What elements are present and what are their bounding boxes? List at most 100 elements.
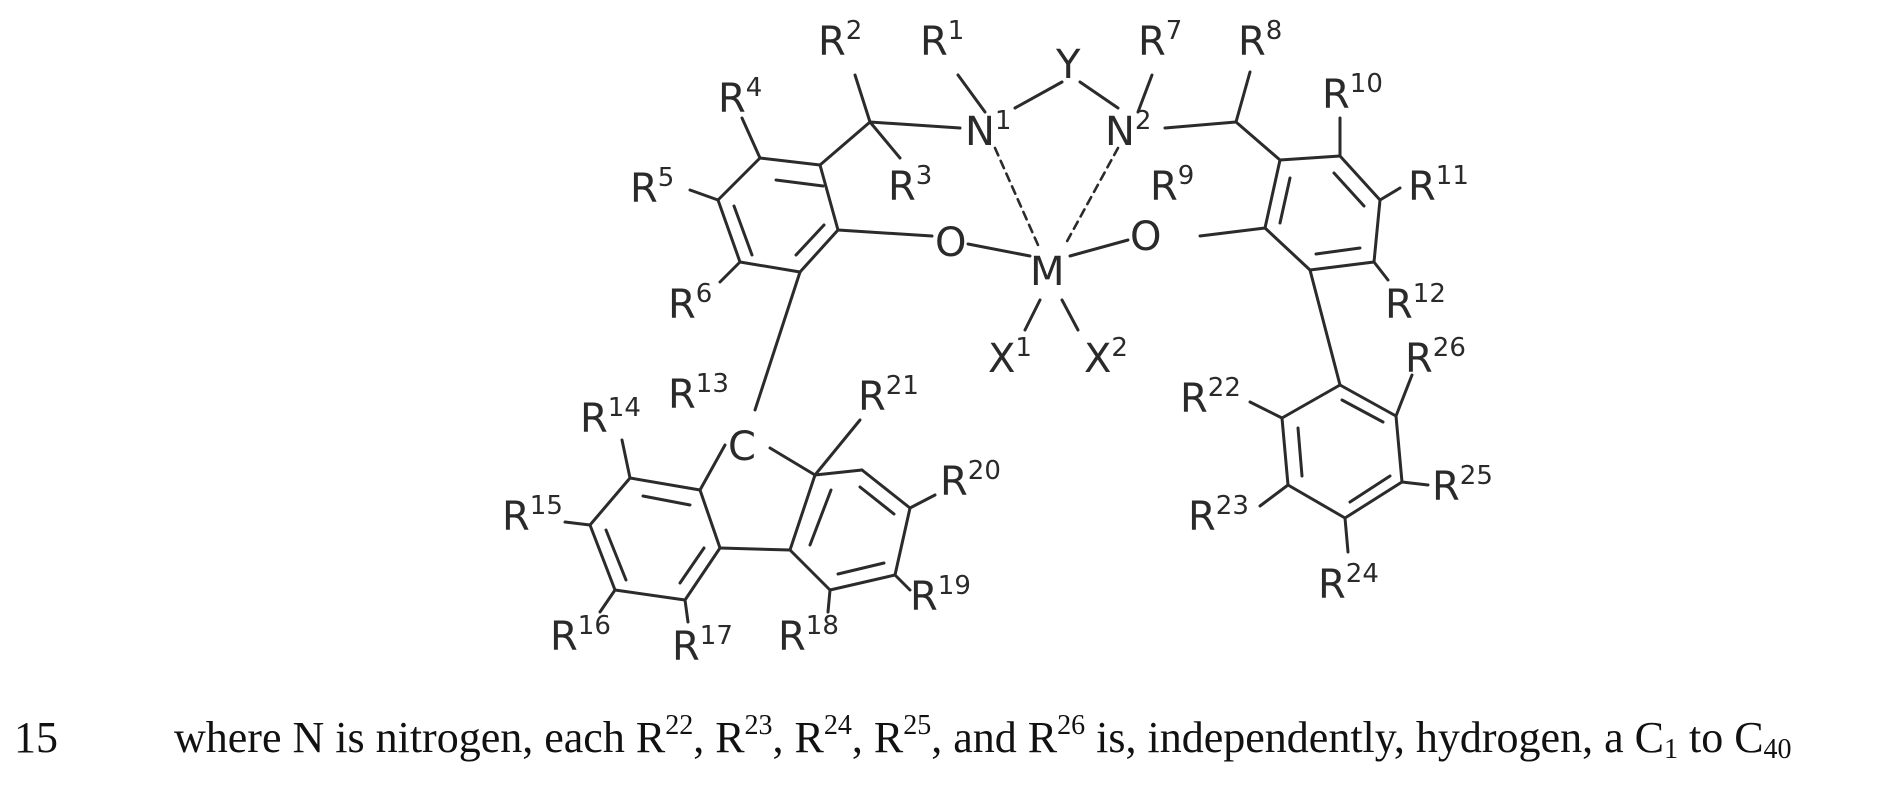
atom-label-r14: R14 — [580, 393, 641, 442]
bond-benzo-r17 — [685, 600, 688, 622]
atom-label-r19: R19 — [910, 571, 971, 620]
atom-label-r6: R6 — [668, 279, 712, 328]
bond-benzo-left — [590, 478, 630, 525]
bond-benzo-r16 — [600, 590, 615, 612]
atom-label-r8: R8 — [1238, 16, 1282, 65]
line-number: 15 — [14, 712, 174, 763]
bond-c-r2 — [855, 75, 870, 122]
bond-ring-o — [1200, 228, 1265, 236]
atom-label-c: C — [728, 424, 756, 470]
bond-benzo-left — [685, 548, 720, 600]
bond-c-left — [700, 445, 725, 490]
superscript: 26 — [1057, 710, 1085, 741]
atom-label-r3: R3 — [888, 161, 932, 210]
bond-ring-right — [1310, 262, 1374, 270]
atom-label-r15: R15 — [502, 491, 563, 540]
bond-ring-right — [1265, 228, 1310, 270]
bond-ring-left-inner — [776, 180, 823, 186]
caption-line: 15where N is nitrogen, each R22, R23, R2… — [14, 712, 1792, 763]
bond-phenyl — [1396, 416, 1402, 482]
bond-ring-r11 — [1380, 188, 1400, 200]
bond-n1-y — [1015, 82, 1062, 108]
atom-label-r17: R17 — [672, 621, 733, 670]
bond-phenyl — [1282, 385, 1340, 418]
bond-ring-left — [820, 165, 838, 230]
bond-ring-right — [1236, 122, 1280, 160]
bond-n1-m-dative — [995, 148, 1038, 245]
bond-ring-phenyl — [1310, 270, 1340, 385]
atom-label-x2: X2 — [1084, 333, 1128, 382]
superscript: 24 — [824, 710, 852, 741]
atom-label-r12: R12 — [1385, 279, 1446, 328]
bond-ring-r4 — [742, 118, 760, 158]
bond-benzo-right-inner — [810, 490, 831, 545]
bond-ring-left — [820, 122, 870, 165]
superscript: 22 — [665, 710, 693, 741]
bond-benzo-right-inner — [838, 563, 884, 574]
atom-label-m: M — [1030, 249, 1065, 295]
bond-benzo-r18 — [828, 590, 830, 612]
bond-benzo-r15 — [565, 522, 590, 525]
bond-phenyl — [1340, 385, 1396, 416]
bond-phenyl-inner — [1298, 428, 1302, 476]
bond-m-o — [1070, 240, 1128, 256]
atom-label-o-right: O — [1130, 214, 1161, 260]
bond-ring-o — [838, 230, 932, 236]
bond-benzo-r19 — [895, 575, 910, 590]
atom-label-r1: R1 — [920, 16, 964, 65]
bond-ring-left-inner — [734, 206, 752, 255]
subscript: 1 — [1664, 734, 1678, 765]
bond-benzo-right — [862, 470, 910, 508]
bond-ring-right — [1340, 156, 1380, 200]
bond-ring-c — [755, 272, 800, 410]
atom-label-r5: R5 — [630, 163, 674, 212]
bond-ring-r5 — [690, 190, 718, 200]
bond-phenyl-r23 — [1260, 485, 1288, 506]
bond-benzo-left-inner — [643, 496, 690, 505]
atom-label-r4: R4 — [718, 73, 762, 122]
atom-label-r7: R7 — [1138, 16, 1182, 65]
caption-text: , R — [773, 713, 824, 762]
caption-text: , R — [693, 713, 744, 762]
bond-phenyl-r22 — [1250, 402, 1282, 418]
atom-label-r24: R24 — [1318, 559, 1379, 608]
bond-five-ring — [720, 548, 790, 550]
bond-phenyl-r25 — [1402, 482, 1428, 485]
superscript: 23 — [745, 710, 773, 741]
atom-label-r13: R13 — [668, 369, 729, 418]
atom-label-r22: R22 — [1180, 373, 1241, 422]
atom-label-r11: R11 — [1408, 161, 1469, 210]
caption-text: where N is nitrogen, each R — [174, 713, 665, 762]
bond-ring-r6 — [720, 262, 740, 282]
bond-ring-right — [1374, 200, 1380, 262]
bond-ring-left — [760, 158, 820, 165]
atom-label-r25: R25 — [1432, 461, 1493, 510]
superscript: 25 — [903, 710, 931, 741]
bond-benzo-right — [830, 575, 895, 590]
bond-c-r8 — [1236, 72, 1250, 122]
bond-r1-n1 — [958, 75, 985, 112]
bond-m-x2 — [1062, 300, 1078, 330]
atom-label-r2: R2 — [818, 16, 862, 65]
bond-phenyl — [1282, 418, 1288, 485]
bond-benzo-r14 — [622, 440, 630, 478]
bond-ring-right — [1265, 160, 1280, 228]
bond-m-x1 — [1025, 300, 1040, 330]
bond-ring-left — [740, 262, 800, 272]
atom-label-n1: N1 — [965, 106, 1011, 155]
bond-c-r3 — [870, 122, 900, 158]
bond-n2-m-dative — [1065, 148, 1118, 245]
bond-benzo-left — [590, 525, 615, 590]
atom-label-y: Y — [1055, 42, 1081, 88]
caption-text: , and R — [931, 713, 1057, 762]
bond-benzo-left — [615, 590, 685, 600]
bond-o-m — [968, 244, 1030, 256]
bond-phenyl-inner — [1342, 400, 1383, 422]
atom-label-x1: X1 — [988, 333, 1032, 382]
caption-text: , R — [852, 713, 903, 762]
atom-label-r9: R9 — [1150, 161, 1194, 210]
chemical-structure-diagram: R1 R2 R3 R4 R5 R6 R7 R8 R9 R10 R11 R12 R… — [0, 0, 1900, 700]
bond-benzo-right — [895, 508, 910, 575]
bond-ring-left — [718, 158, 760, 200]
bond-y-n2 — [1080, 82, 1118, 108]
